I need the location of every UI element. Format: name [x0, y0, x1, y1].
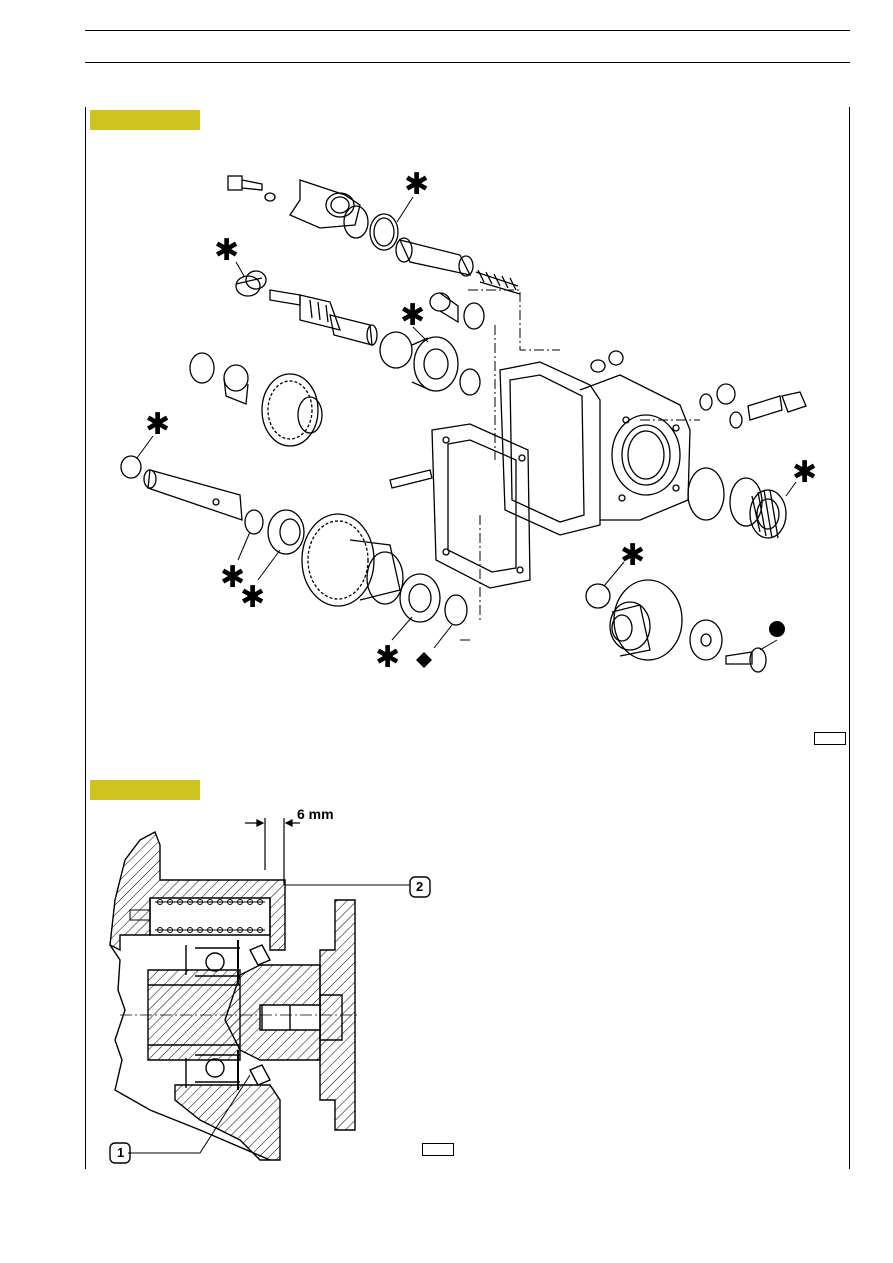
housing-flange	[319, 899, 356, 1131]
needle-bearing-right	[749, 489, 787, 539]
header-rule-top	[85, 30, 850, 31]
callout-2-box	[409, 876, 431, 898]
ball-bearing-upper	[379, 331, 459, 392]
figure-1-tag	[90, 110, 200, 130]
section-bolt	[319, 994, 343, 1041]
callout-1-label: 1	[117, 1145, 125, 1160]
star-marker: ✱	[214, 233, 240, 268]
star-marker: ✱	[400, 298, 426, 333]
needle-bush	[235, 270, 267, 297]
snap-ring-right	[687, 467, 725, 521]
output-gear	[301, 513, 404, 607]
section-spring	[129, 899, 265, 933]
header-rule-bottom	[85, 62, 850, 63]
o-ring-left	[120, 455, 142, 479]
figure-2-ref-box	[422, 1143, 454, 1156]
callout-1-leader	[128, 1074, 251, 1154]
o-ring-flange	[585, 583, 611, 609]
section-bearings	[185, 940, 240, 1090]
star-marker: ✱	[220, 560, 246, 595]
section-shaft	[147, 969, 241, 1061]
star-marker: ✱	[620, 538, 646, 573]
sensor-parts	[699, 383, 807, 429]
housing-lower	[174, 1084, 281, 1161]
ball-bearing-left	[267, 509, 305, 555]
snap-ring-lower	[444, 594, 468, 626]
spring	[475, 269, 521, 295]
plug-fitting	[429, 292, 485, 330]
primary-shaft	[269, 289, 378, 346]
callout-2-label: 2	[416, 879, 424, 894]
ball-bearing-lower	[399, 573, 441, 623]
stud	[389, 469, 433, 489]
spacer-bush	[223, 364, 249, 405]
star-marker: ✱	[792, 455, 818, 490]
section-seals	[249, 944, 271, 1086]
figure-1-ref-box	[814, 732, 846, 745]
content-frame	[85, 107, 850, 1169]
washer	[689, 619, 723, 661]
flange-bolt	[725, 647, 767, 673]
star-marker: ✱	[145, 407, 171, 442]
star-marker: ✱	[240, 580, 266, 615]
pto-housing	[499, 361, 691, 536]
shift-flange	[289, 179, 361, 229]
idler-gear	[261, 373, 323, 447]
dimension-6mm	[245, 818, 300, 885]
dimension-label: 6 mm	[297, 806, 334, 822]
star-marker: ✱	[375, 640, 401, 675]
callout-1-box	[109, 1142, 131, 1164]
output-flange	[609, 579, 683, 661]
o-ring-top	[369, 213, 399, 251]
star-marker: ✱	[404, 167, 430, 202]
dot-marker	[769, 621, 785, 637]
cover-gasket	[431, 423, 531, 589]
countershaft	[143, 469, 243, 521]
nuts	[590, 350, 624, 373]
cylinder-body	[109, 831, 286, 952]
diamond-marker	[416, 652, 432, 668]
piston	[395, 237, 474, 277]
figure-2-tag	[90, 780, 200, 800]
bolt-top	[227, 175, 276, 202]
